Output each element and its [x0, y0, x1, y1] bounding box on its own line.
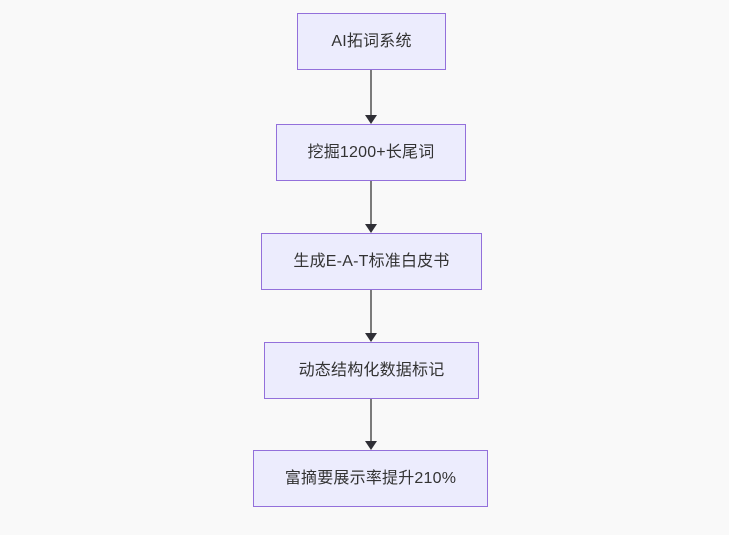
- connector-line: [370, 181, 372, 224]
- connector-line: [370, 399, 372, 441]
- flow-connector-4: [363, 399, 379, 450]
- arrowhead-down-icon: [365, 333, 377, 342]
- flow-node-dynamic-structured-data-markup[interactable]: 动态结构化数据标记: [264, 342, 479, 399]
- flow-node-label: 动态结构化数据标记: [298, 361, 445, 379]
- flow-connector-1: [363, 70, 379, 124]
- connector-line: [370, 290, 372, 333]
- flow-connector-3: [363, 290, 379, 342]
- connector-line: [370, 70, 372, 115]
- flow-node-generate-eat-whitepaper[interactable]: 生成E-A-T标准白皮书: [261, 233, 482, 290]
- flow-node-label: 挖掘1200+长尾词: [307, 143, 435, 161]
- flow-node-mine-longtail-keywords[interactable]: 挖掘1200+长尾词: [276, 124, 466, 181]
- flow-node-label: 富摘要展示率提升210%: [284, 469, 457, 487]
- arrowhead-down-icon: [365, 115, 377, 124]
- flow-node-ai-keyword-system[interactable]: AI拓词系统: [297, 13, 446, 70]
- flow-node-label: AI拓词系统: [331, 32, 412, 50]
- flow-connector-2: [363, 181, 379, 233]
- flow-node-rich-snippet-impression-lift[interactable]: 富摘要展示率提升210%: [253, 450, 488, 507]
- arrowhead-down-icon: [365, 441, 377, 450]
- flow-node-label: 生成E-A-T标准白皮书: [293, 252, 450, 270]
- arrowhead-down-icon: [365, 224, 377, 233]
